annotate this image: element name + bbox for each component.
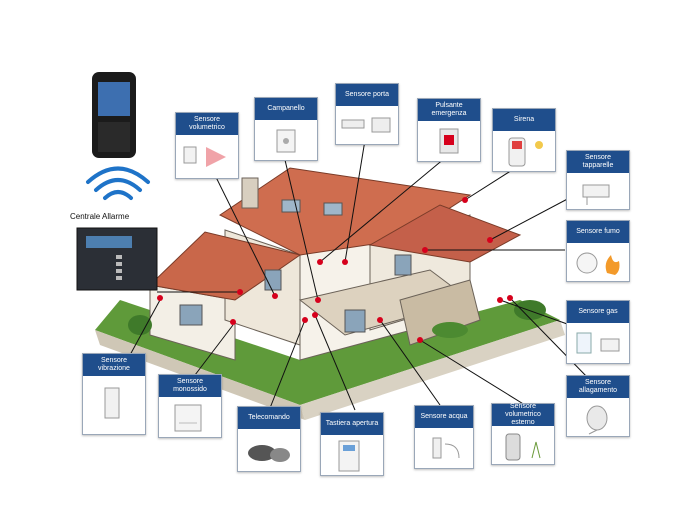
siren-icon xyxy=(493,133,555,171)
remote-control-icon xyxy=(238,431,300,471)
callout-sensore-fumo: Sensore fumo xyxy=(566,220,630,282)
callout-title: Tastiera apertura xyxy=(321,413,383,435)
doorbell-icon xyxy=(255,122,317,160)
callout-title: Telecomando xyxy=(238,407,300,429)
central-alarm-label: Centrale Allarme xyxy=(70,212,130,221)
callout-title: Sensore volumetrico esterno xyxy=(492,403,554,426)
callout-title: Sirena xyxy=(493,109,555,131)
co-sensor-icon xyxy=(159,399,221,437)
house-illustration xyxy=(128,167,546,361)
callout-sensore-gas: Sensore gas xyxy=(566,300,630,364)
emergency-button-icon xyxy=(418,123,480,161)
callout-title: Pulsante emergenza xyxy=(418,99,480,121)
smartphone-icon xyxy=(92,72,136,158)
flood-sensor-icon xyxy=(567,400,629,436)
callout-sirena: Sirena xyxy=(492,108,556,172)
path xyxy=(300,320,565,420)
callout-sensore-monossido: Sensore monossido xyxy=(158,374,222,438)
gas-sensor-icon xyxy=(567,325,629,363)
callout-sensore-porta: Sensore porta xyxy=(335,83,399,145)
callout-title: Campanello xyxy=(255,98,317,120)
callout-pulsante-emergenza: Pulsante emergenza xyxy=(417,98,481,162)
callout-sensore-acqua: Sensore acqua xyxy=(414,405,474,469)
alarm-panel-icon xyxy=(76,227,158,291)
callout-title: Sensore monossido xyxy=(159,375,221,397)
shutter-sensor-icon xyxy=(567,175,629,209)
callout-title: Sensore porta xyxy=(336,84,398,106)
door-sensor-icon xyxy=(336,108,398,144)
callout-sensore-volumetrico-esterno: Sensore volumetrico esterno xyxy=(491,403,555,465)
callout-sensore-tapparelle: Sensore tapparelle xyxy=(566,150,630,210)
outdoor-volumetric-sensor-icon xyxy=(492,428,554,464)
water-sensor-icon xyxy=(415,430,473,468)
callout-sensore-allagamento: Sensore allagamento xyxy=(566,375,630,437)
callout-tastiera-apertura: Tastiera apertura xyxy=(320,412,384,476)
callout-title: Sensore allagamento xyxy=(567,376,629,398)
callout-telecomando: Telecomando xyxy=(237,406,301,472)
wifi-icon xyxy=(86,166,150,200)
callout-sensore-vibrazione: Sensore vibrazione xyxy=(82,353,146,435)
sensor-dots xyxy=(157,197,513,343)
callout-campanello: Campanello xyxy=(254,97,318,161)
callout-title: Sensore fumo xyxy=(567,221,629,243)
callout-title: Sensore tapparelle xyxy=(567,151,629,173)
keypad-icon xyxy=(321,437,383,475)
callout-title: Sensore vibrazione xyxy=(83,354,145,376)
vibration-sensor-icon xyxy=(83,378,145,434)
callout-title: Sensore volumetrico xyxy=(176,113,238,135)
callout-title: Sensore gas xyxy=(567,301,629,323)
sensor-volumetric-icon xyxy=(176,137,238,178)
smoke-sensor-icon xyxy=(567,245,629,281)
connector-lines xyxy=(129,139,591,411)
callout-title: Sensore acqua xyxy=(415,406,473,428)
callout-sensore-volumetrico: Sensore volumetrico xyxy=(175,112,239,179)
